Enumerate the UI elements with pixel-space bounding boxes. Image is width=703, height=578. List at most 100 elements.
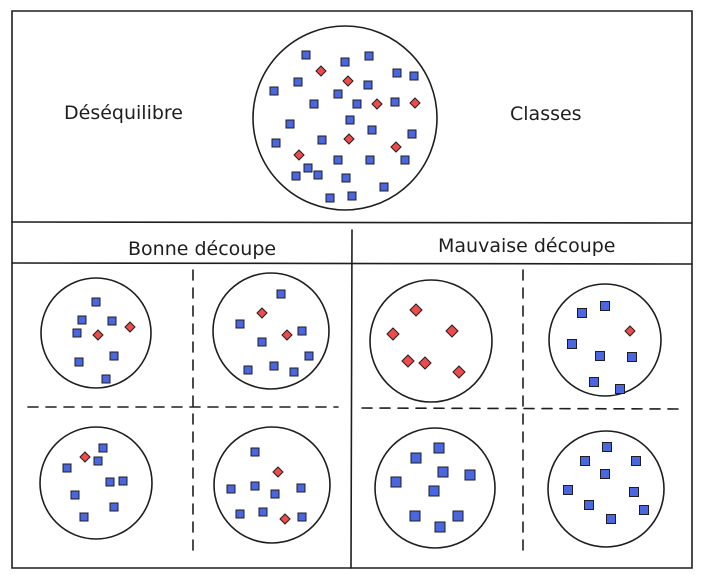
majority-square [409, 71, 419, 81]
majority-square [577, 308, 587, 318]
majority-square [226, 484, 236, 494]
minority-diamond [386, 327, 400, 341]
dashed-horizontal-divider [27, 406, 681, 410]
majority-square [333, 155, 343, 165]
majority-square [347, 191, 357, 201]
majority-square [297, 512, 307, 522]
majority-square [600, 469, 610, 479]
majority-square [293, 77, 303, 87]
minority-diamond [371, 98, 383, 110]
majority-square [79, 512, 89, 522]
majority-square [392, 68, 402, 78]
majority-square [258, 507, 268, 517]
majority-square [235, 319, 245, 329]
label-mauvaise-decoupe: Mauvaise découpe [438, 235, 616, 257]
bad-split-circle-2 [548, 283, 662, 397]
majority-square [297, 326, 307, 336]
minority-diamond [79, 451, 91, 463]
majority-square [602, 442, 612, 452]
majority-square [98, 443, 108, 453]
header-divider [11, 221, 693, 224]
majority-square [109, 351, 119, 361]
majority-square [333, 89, 343, 99]
majority-square [595, 351, 605, 361]
majority-square [606, 514, 616, 524]
majority-square [269, 86, 279, 96]
good-split-circle-1 [40, 277, 152, 389]
minority-diamond [409, 97, 421, 109]
bad-split-circle-1 [369, 279, 493, 403]
majority-square [367, 125, 377, 135]
minority-diamond [293, 149, 305, 161]
frame [11, 10, 693, 569]
majority-square [589, 377, 599, 387]
majority-square [390, 97, 400, 107]
minority-diamond [409, 303, 423, 317]
majority-square [309, 99, 319, 109]
minority-diamond [401, 354, 415, 368]
minority-diamond [343, 133, 355, 145]
majority-square [101, 374, 111, 384]
majority-square [118, 476, 128, 486]
majority-square [390, 476, 402, 488]
majority-square [433, 442, 445, 454]
minority-diamond [279, 513, 291, 525]
minority-diamond [92, 329, 104, 341]
majority-square [580, 456, 590, 466]
majority-square [567, 339, 577, 349]
minority-diamond [390, 141, 402, 153]
minority-diamond [624, 325, 636, 337]
majority-square [250, 447, 260, 457]
majority-square [70, 490, 80, 500]
minority-diamond [315, 65, 327, 77]
majority-square [434, 521, 446, 533]
minority-diamond [418, 356, 432, 370]
majority-square [317, 135, 327, 145]
majority-square [631, 456, 641, 466]
majority-square [452, 510, 464, 522]
majority-square [62, 463, 72, 473]
majority-square [109, 502, 119, 512]
majority-square [301, 50, 311, 60]
majority-square [364, 51, 374, 61]
majority-square [313, 170, 323, 180]
majority-square [352, 99, 362, 109]
majority-square [379, 182, 389, 192]
majority-square [285, 119, 295, 129]
majority-square [105, 477, 115, 487]
majority-square [341, 173, 351, 183]
majority-square [400, 155, 410, 165]
sample-points [62, 50, 649, 533]
majority-square [77, 315, 87, 325]
majority-square [639, 505, 649, 515]
label-classes: Classes [510, 103, 582, 125]
majority-square [243, 365, 253, 375]
minority-diamond [256, 307, 268, 319]
circles [39, 25, 665, 549]
majority-square [410, 452, 422, 464]
majority-square [600, 301, 610, 311]
good-split-circle-3 [39, 426, 153, 540]
good-split-circle-4 [213, 426, 331, 544]
good-split-circle-2 [212, 272, 330, 390]
majority-square [250, 481, 260, 491]
majority-square [72, 328, 82, 338]
outer-border [11, 10, 693, 569]
bad-split-circle-3 [374, 427, 496, 549]
majority-square [304, 351, 314, 361]
minority-diamond [445, 324, 459, 338]
majority-square [627, 352, 637, 362]
majority-square [271, 138, 281, 148]
majority-square [437, 466, 449, 478]
majority-square [615, 384, 625, 394]
majority-square [91, 297, 101, 307]
majority-square [363, 80, 373, 90]
bad-split-circle-4 [547, 430, 665, 548]
majority-square [464, 469, 476, 481]
majority-square [276, 289, 286, 299]
minority-diamond [342, 75, 354, 87]
majority-square [296, 483, 306, 493]
majority-square [629, 487, 639, 497]
majority-square [325, 193, 335, 203]
